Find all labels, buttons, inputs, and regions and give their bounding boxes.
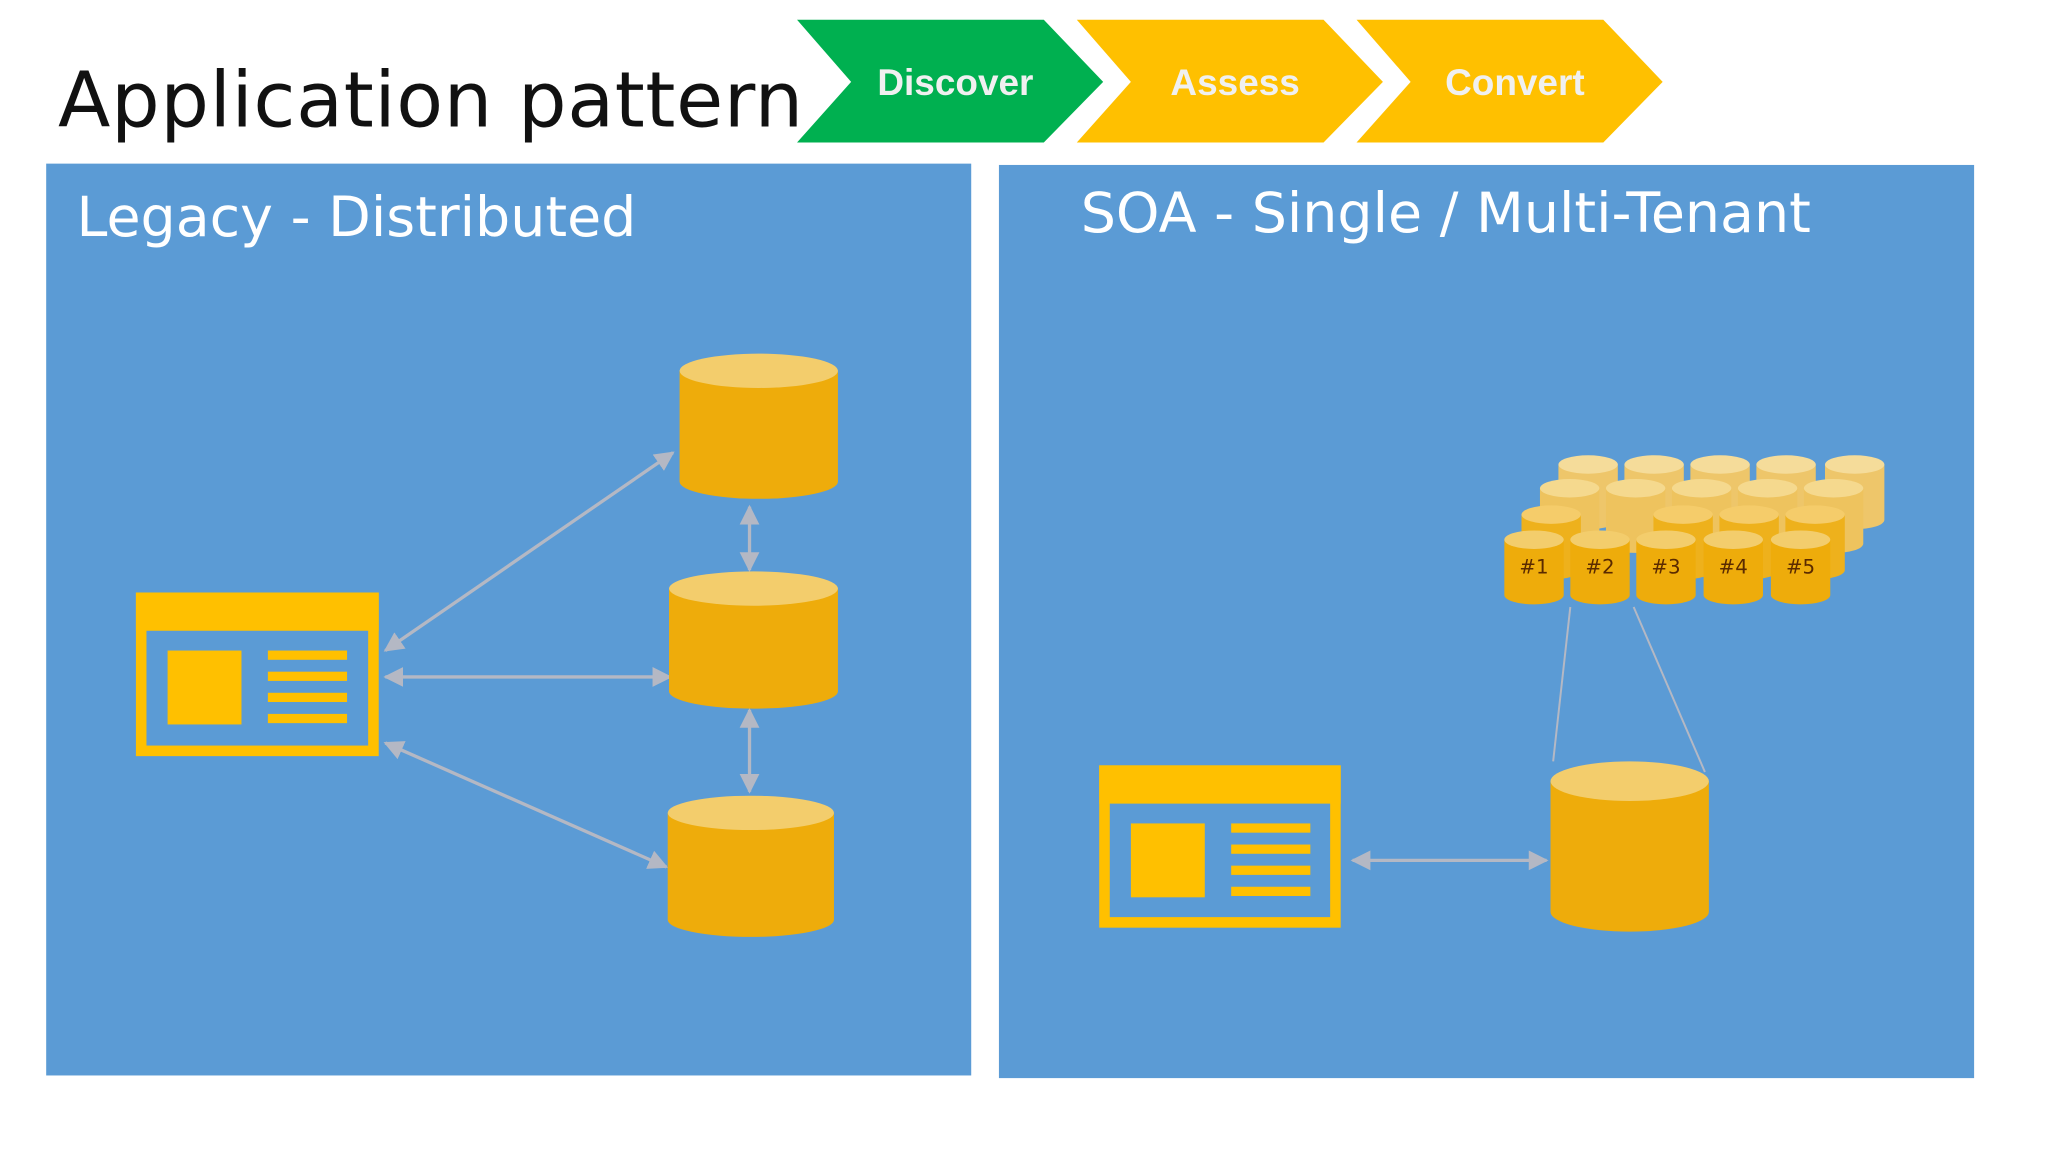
page-title: Application pattern <box>58 55 804 146</box>
tenant-database-cylinder: #4 <box>1703 530 1763 605</box>
shared-database-cylinder <box>1550 761 1709 932</box>
step-label: Convert <box>1445 62 1585 103</box>
text-line-icon <box>267 692 348 703</box>
step-assess[interactable]: Assess <box>1076 19 1383 143</box>
text-line-icon <box>1231 844 1311 854</box>
text-line-icon <box>267 713 348 724</box>
database-cylinder-2 <box>669 571 838 709</box>
connector-line <box>1552 606 1572 762</box>
tenant-label: #1 <box>1519 555 1548 578</box>
step-label: Assess <box>1170 62 1299 103</box>
tenant-label: #5 <box>1786 555 1815 578</box>
database-cylinder-1 <box>679 353 838 499</box>
connector-line <box>1632 606 1706 773</box>
arrow-app-db1 <box>383 451 675 652</box>
text-line-icon <box>267 650 348 660</box>
legacy-panel-title: Legacy - Distributed <box>76 184 637 250</box>
tenant-database-cylinder: #5 <box>1770 530 1831 605</box>
tenant-label: #4 <box>1719 555 1748 578</box>
step-convert[interactable]: Convert <box>1356 19 1663 143</box>
image-icon <box>1130 823 1205 898</box>
text-line-icon <box>267 671 348 681</box>
process-chevrons: Discover Assess Convert <box>797 19 1663 143</box>
text-line-icon <box>1231 886 1311 897</box>
image-icon <box>167 650 242 725</box>
soa-panel-title: SOA - Single / Multi-Tenant <box>1080 180 1811 246</box>
text-line-icon <box>1231 865 1311 875</box>
tenant-database-cylinder: #3 <box>1636 530 1696 605</box>
tenant-database-cylinder: #2 <box>1570 530 1630 605</box>
tenant-label: #3 <box>1651 555 1680 578</box>
tenant-label: #2 <box>1585 555 1614 578</box>
legacy-app-window-icon <box>135 592 379 757</box>
tenant-database-cylinder: #1 <box>1504 530 1564 605</box>
arrow-app-db3 <box>383 741 669 869</box>
text-line-icon <box>1231 823 1311 833</box>
soa-app-window-icon <box>1099 765 1341 928</box>
database-cylinder-3 <box>667 795 834 937</box>
step-discover[interactable]: Discover <box>797 19 1104 143</box>
step-label: Discover <box>877 62 1033 103</box>
